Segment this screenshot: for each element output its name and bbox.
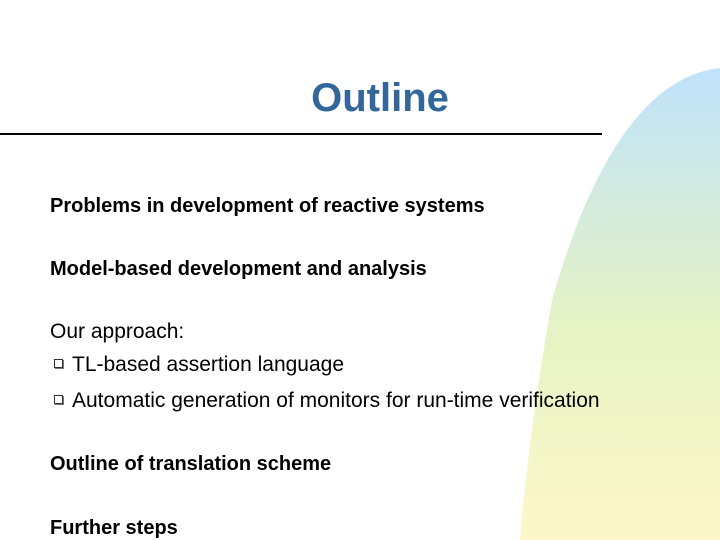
title-underline (0, 133, 602, 135)
checkbox-bullet-icon (54, 394, 63, 404)
subbullet-monitor-generation: Automatic generation of monitors for run… (54, 389, 600, 413)
checkbox-bullet-icon (54, 358, 63, 368)
subbullet-tl-language: TL-based assertion language (54, 353, 344, 377)
bullet-problems: Problems in development of reactive syst… (50, 195, 485, 217)
subbullet-label: Automatic generation of monitors for run… (72, 389, 600, 412)
bullet-our-approach: Our approach: (50, 320, 185, 343)
subbullet-label: TL-based assertion language (72, 353, 345, 376)
bullet-model-based: Model-based development and analysis (50, 258, 427, 280)
slide-title: Outline (311, 76, 449, 120)
bullet-translation-scheme: Outline of translation scheme (50, 453, 332, 475)
bullet-further-steps: Further steps (50, 517, 178, 539)
